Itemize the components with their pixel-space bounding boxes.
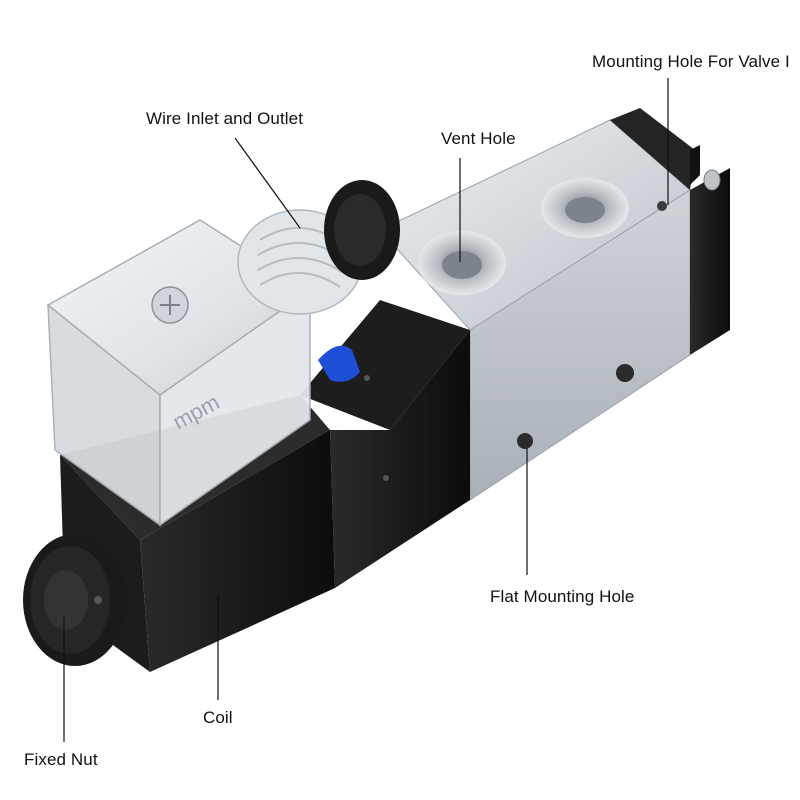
end-cap-screw-icon bbox=[703, 169, 721, 191]
fixed-nut bbox=[23, 534, 127, 666]
label-fixed-nut: Fixed Nut bbox=[24, 750, 98, 769]
din-connector: mpm bbox=[46, 180, 400, 527]
label-coil: Coil bbox=[203, 708, 233, 727]
label-wire-inlet-outlet: Wire Inlet and Outlet bbox=[146, 109, 304, 128]
leader-wire-inlet bbox=[234, 137, 301, 229]
valve-mounting-hole bbox=[657, 201, 667, 211]
valve-body bbox=[379, 119, 691, 501]
leader-lines bbox=[63, 78, 669, 742]
label-vent-hole: Vent Hole bbox=[441, 129, 516, 148]
right-end-cap bbox=[610, 108, 730, 355]
side-hole bbox=[616, 364, 634, 382]
manual-override-tab bbox=[318, 345, 360, 382]
supply-port-inner bbox=[565, 197, 605, 223]
label-flat-mounting-hole: Flat Mounting Hole bbox=[490, 587, 635, 606]
flat-mounting-hole bbox=[517, 433, 533, 449]
label-mounting-hole-for-valve: Mounting Hole For Valve I bbox=[592, 52, 790, 71]
cable-gland bbox=[237, 180, 400, 315]
vent-hole-port-inner bbox=[442, 251, 482, 279]
